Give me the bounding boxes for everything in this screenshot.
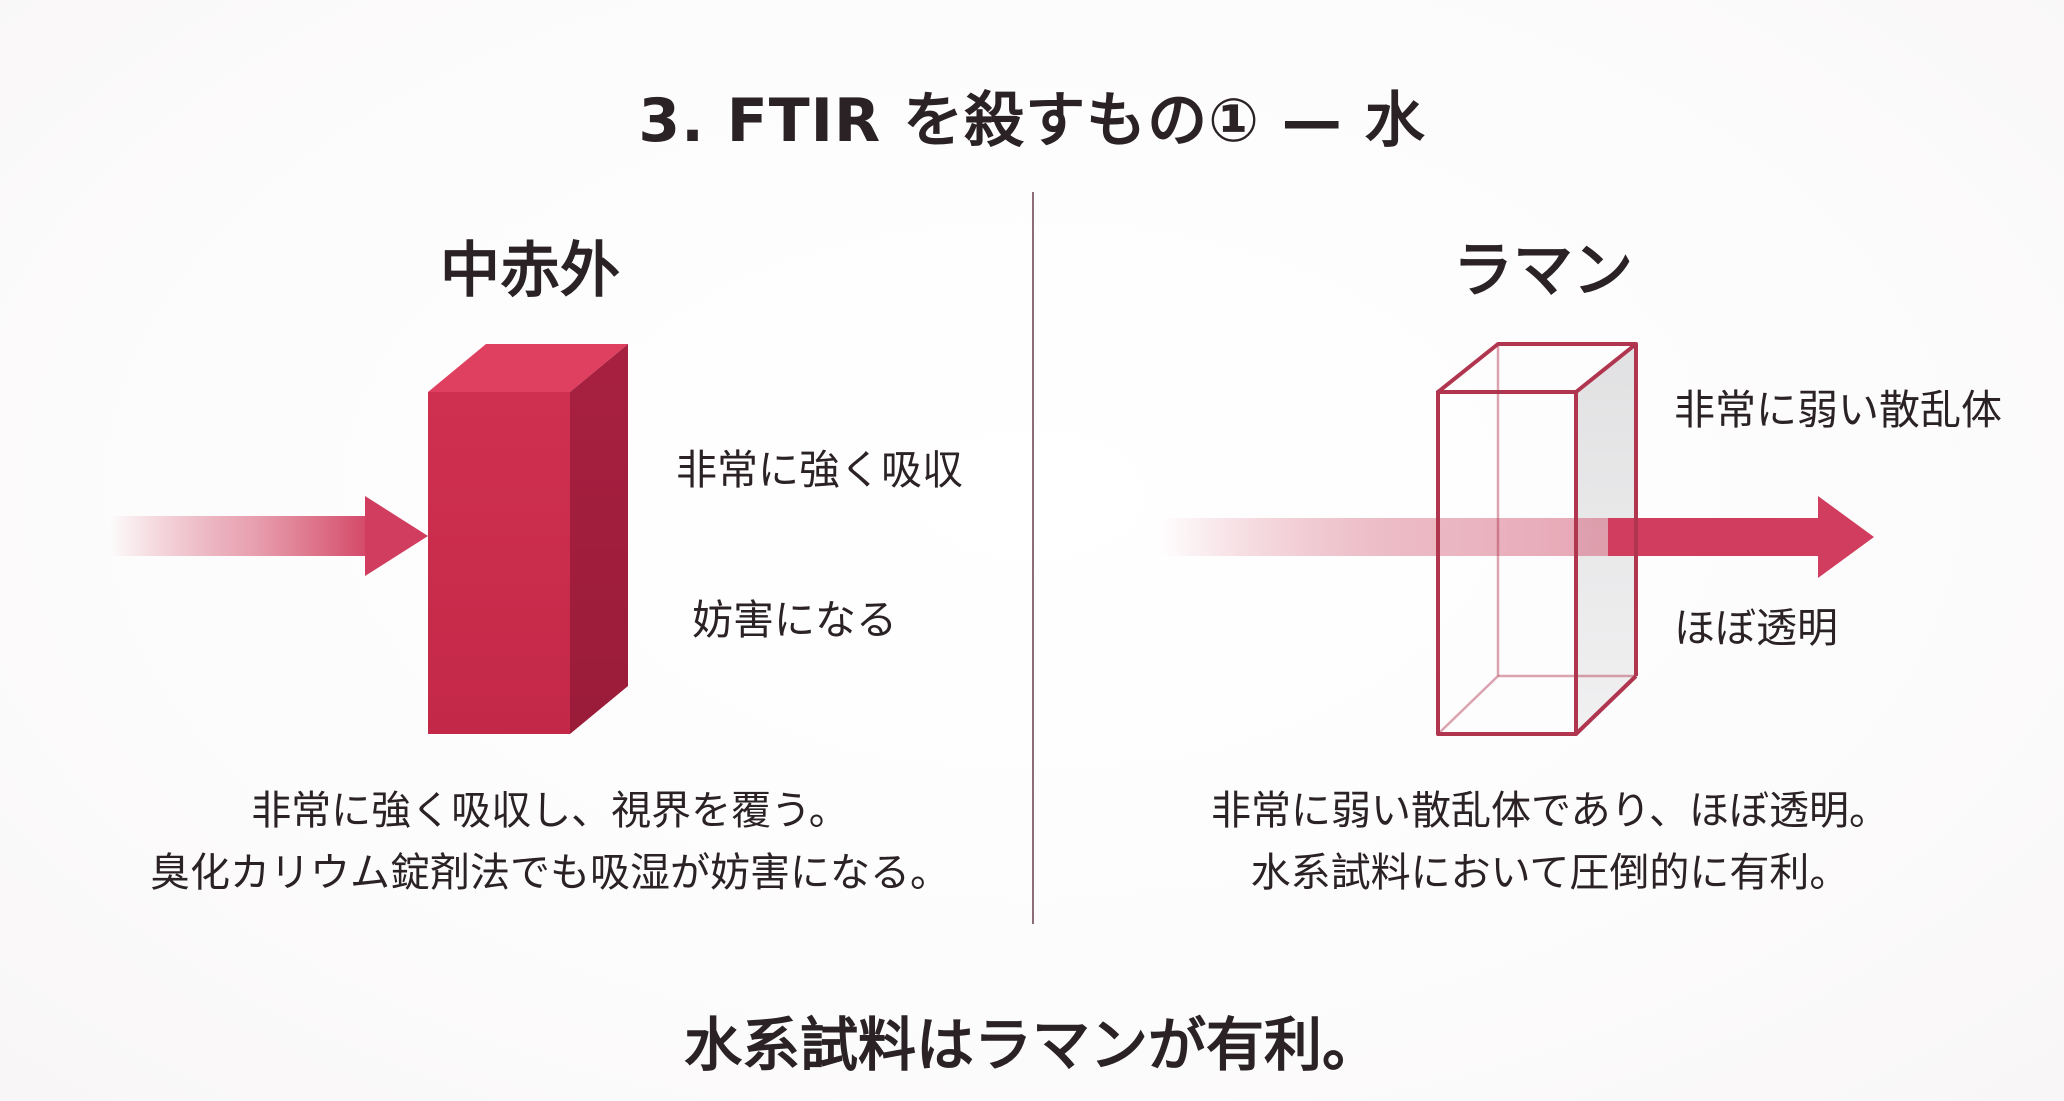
label-nearly-transparent: ほぼ透明 xyxy=(1674,604,1838,652)
caption-raman: 非常に弱い散乱体であり、ほぼ透明。 水系試料において圧倒的に有利。 xyxy=(1080,780,2020,904)
incoming-ir-arrow xyxy=(110,496,428,576)
label-interference: 妨害になる xyxy=(692,596,897,644)
absorbing-water-block xyxy=(428,344,628,734)
raman-beam-arrow xyxy=(1160,496,1874,578)
caption-right-line2: 水系試料において圧倒的に有利。 xyxy=(1250,850,1850,896)
heading-raman: ラマン xyxy=(1453,236,1633,306)
slide-title: 3. FTIR を殺すもの① — 水 xyxy=(638,86,1426,156)
caption-mid-infrared: 非常に強く吸収し、視界を覆う。 臭化カリウム錠剤法でも吸湿が妨害になる。 xyxy=(80,780,1020,904)
glass-block-outline xyxy=(1436,342,1638,736)
caption-left-line2: 臭化カリウム錠剤法でも吸湿が妨害になる。 xyxy=(150,850,950,896)
caption-right-line1: 非常に弱い散乱体であり、ほぼ透明。 xyxy=(1211,788,1889,834)
heading-mid-infrared: 中赤外 xyxy=(440,236,620,306)
caption-left-line1: 非常に強く吸収し、視界を覆う。 xyxy=(251,788,849,834)
label-strong-absorption: 非常に強く吸収 xyxy=(676,446,963,494)
label-weak-scatterer: 非常に弱い散乱体 xyxy=(1674,386,2002,434)
panel-divider xyxy=(1032,192,1034,924)
conclusion: 水系試料はラマンが有利。 xyxy=(683,1011,1380,1079)
